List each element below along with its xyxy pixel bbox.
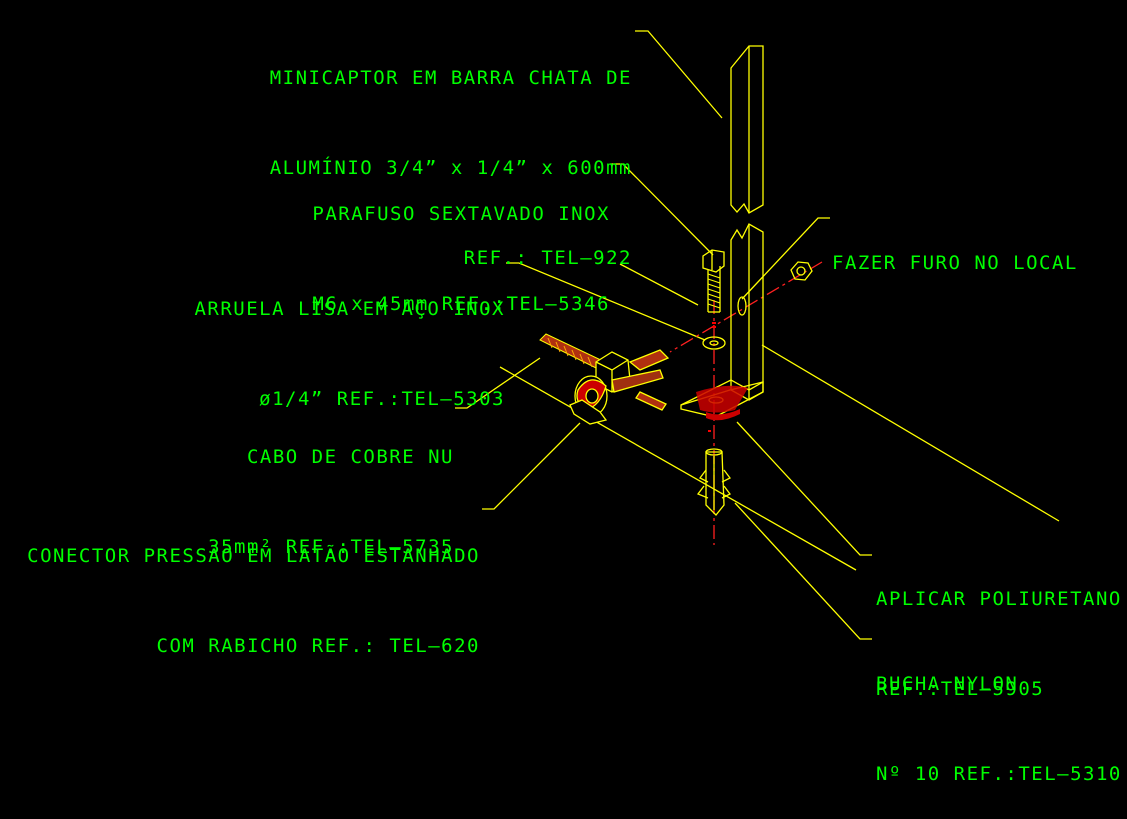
leader-bucha [734,502,872,640]
leader-long-1 [761,344,1060,522]
leader-arruela [506,262,706,341]
polyurethane-seal [696,385,748,421]
label-cabo-line1: CABO DE COBRE NU [246,446,454,468]
leader-cabo [455,357,541,409]
label-parafuso-line2: M6 x 45mm REF.:TEL–5346 [312,293,610,315]
label-minicaptor: MINICAPTOR EM BARRA CHATA DE ALUMÍNIO 3/… [190,3,632,303]
label-arruela-line2: ø1/4” REF.:TEL–5303 [259,388,505,410]
drawing-canvas [455,30,1060,640]
red-marks [708,322,716,432]
label-conector-line1: CONECTOR PRESSÃO EM LATÃO ESTANHADO [27,545,480,567]
leader-poliuretano [736,421,872,556]
leader-conector [482,422,581,510]
pressure-connector [569,349,670,425]
washer [702,336,726,350]
label-minicaptor-line1: MINICAPTOR EM BARRA CHATA DE [269,67,632,89]
label-bucha-line1: BUCHA NYLON [876,673,1019,695]
leader-parafuso [611,163,714,256]
nylon-plug [696,448,731,516]
label-furo: FAZER FURO NO LOCAL [832,188,1078,308]
label-furo-line1: FAZER FURO NO LOCAL [832,252,1078,274]
leader-short [619,263,699,306]
label-parafuso: PARAFUSO SEXTAVADO INOX M6 x 45mm REF.:T… [240,139,610,349]
label-parafuso-line1: PARAFUSO SEXTAVADO INOX [312,203,610,225]
leader-minicaptor [635,30,723,119]
label-conector: CONECTOR PRESSÃO EM LATÃO ESTANHADO COM … [2,481,480,691]
leader-long-2 [499,366,857,571]
hex-nut [790,261,813,281]
label-bucha: BUCHA NYLON Nº 10 REF.:TEL–5310 [876,609,1122,819]
label-conector-line2: COM RABICHO REF.: TEL–620 [156,635,480,657]
label-arruela-line1: ARRUELA LISA EM AÇO INOX [194,298,505,320]
hex-bolt [702,249,725,313]
leader-furo [741,217,830,300]
label-arruela: ARRUELA LISA EM AÇO INOX ø1/4” REF.:TEL–… [150,234,505,444]
label-minicaptor-line3: REF.: TEL–922 [463,247,632,269]
label-cabo-line2: 35mm² REF.:TEL–5735 [208,536,454,558]
label-minicaptor-line2: ALUMÍNIO 3/4” x 1/4” x 600mm [269,157,632,179]
minicaptor-bar [680,45,764,418]
label-bucha-line2: Nº 10 REF.:TEL–5310 [876,763,1122,785]
label-cabo: CABO DE COBRE NU 35mm² REF.:TEL–5735 [150,382,454,592]
label-poliuretano-line1: APLICAR POLIURETANO [876,588,1122,610]
